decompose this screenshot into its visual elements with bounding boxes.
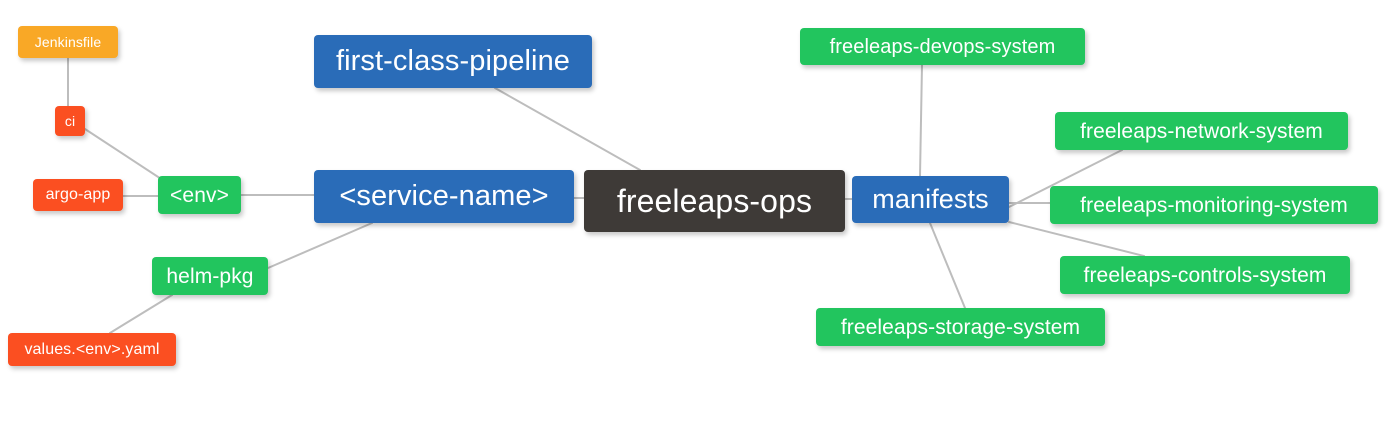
node-values-env-yaml[interactable]: values.<env>.yaml — [8, 333, 176, 366]
node-label-first-class-pipeline: first-class-pipeline — [335, 45, 571, 77]
node-helm-pkg[interactable]: helm-pkg — [152, 257, 268, 295]
node-freeleaps-devops-system[interactable]: freeleaps-devops-system — [800, 28, 1085, 65]
node-jenkinsfile[interactable]: Jenkinsfile — [18, 26, 118, 58]
node-label-freeleaps-devops-system: freeleaps-devops-system — [829, 35, 1056, 58]
node-label-freeleaps-controls-system: freeleaps-controls-system — [1083, 263, 1327, 287]
node-label-env: <env> — [170, 183, 229, 207]
node-freeleaps-storage-system[interactable]: freeleaps-storage-system — [816, 308, 1105, 346]
node-label-freeleaps-network-system: freeleaps-network-system — [1080, 119, 1323, 143]
node-freeleaps-network-system[interactable]: freeleaps-network-system — [1055, 112, 1348, 150]
node-label-helm-pkg: helm-pkg — [166, 264, 254, 288]
node-label-jenkinsfile: Jenkinsfile — [34, 34, 102, 50]
node-label-manifests: manifests — [872, 184, 989, 214]
edge-e-pipeline-ops — [494, 87, 641, 171]
edge-e-servicename-helmpkg — [267, 222, 373, 269]
edge-e-helmpkg-values — [109, 294, 173, 334]
node-service-name[interactable]: <service-name> — [314, 170, 574, 223]
node-label-freeleaps-ops: freeleaps-ops — [616, 183, 813, 219]
node-label-values-env-yaml: values.<env>.yaml — [24, 340, 160, 358]
edge-e-manifests-controls — [1008, 221, 1145, 257]
node-ci[interactable]: ci — [55, 106, 85, 136]
node-manifests[interactable]: manifests — [852, 176, 1009, 223]
node-label-freeleaps-storage-system: freeleaps-storage-system — [840, 315, 1081, 339]
node-env[interactable]: <env> — [158, 176, 241, 214]
node-label-ci: ci — [64, 113, 76, 129]
edge-e-manifests-devops — [919, 64, 923, 177]
node-freeleaps-controls-system[interactable]: freeleaps-controls-system — [1060, 256, 1350, 294]
node-label-freeleaps-monitoring-system: freeleaps-monitoring-system — [1080, 193, 1348, 217]
node-first-class-pipeline[interactable]: first-class-pipeline — [314, 35, 592, 88]
node-freeleaps-ops[interactable]: freeleaps-ops — [584, 170, 845, 232]
edge-e-manifests-storage — [929, 222, 966, 309]
node-argo-app[interactable]: argo-app — [33, 179, 123, 211]
node-freeleaps-monitoring-system[interactable]: freeleaps-monitoring-system — [1050, 186, 1378, 224]
node-label-argo-app: argo-app — [45, 186, 111, 203]
node-label-service-name: <service-name> — [339, 180, 549, 212]
